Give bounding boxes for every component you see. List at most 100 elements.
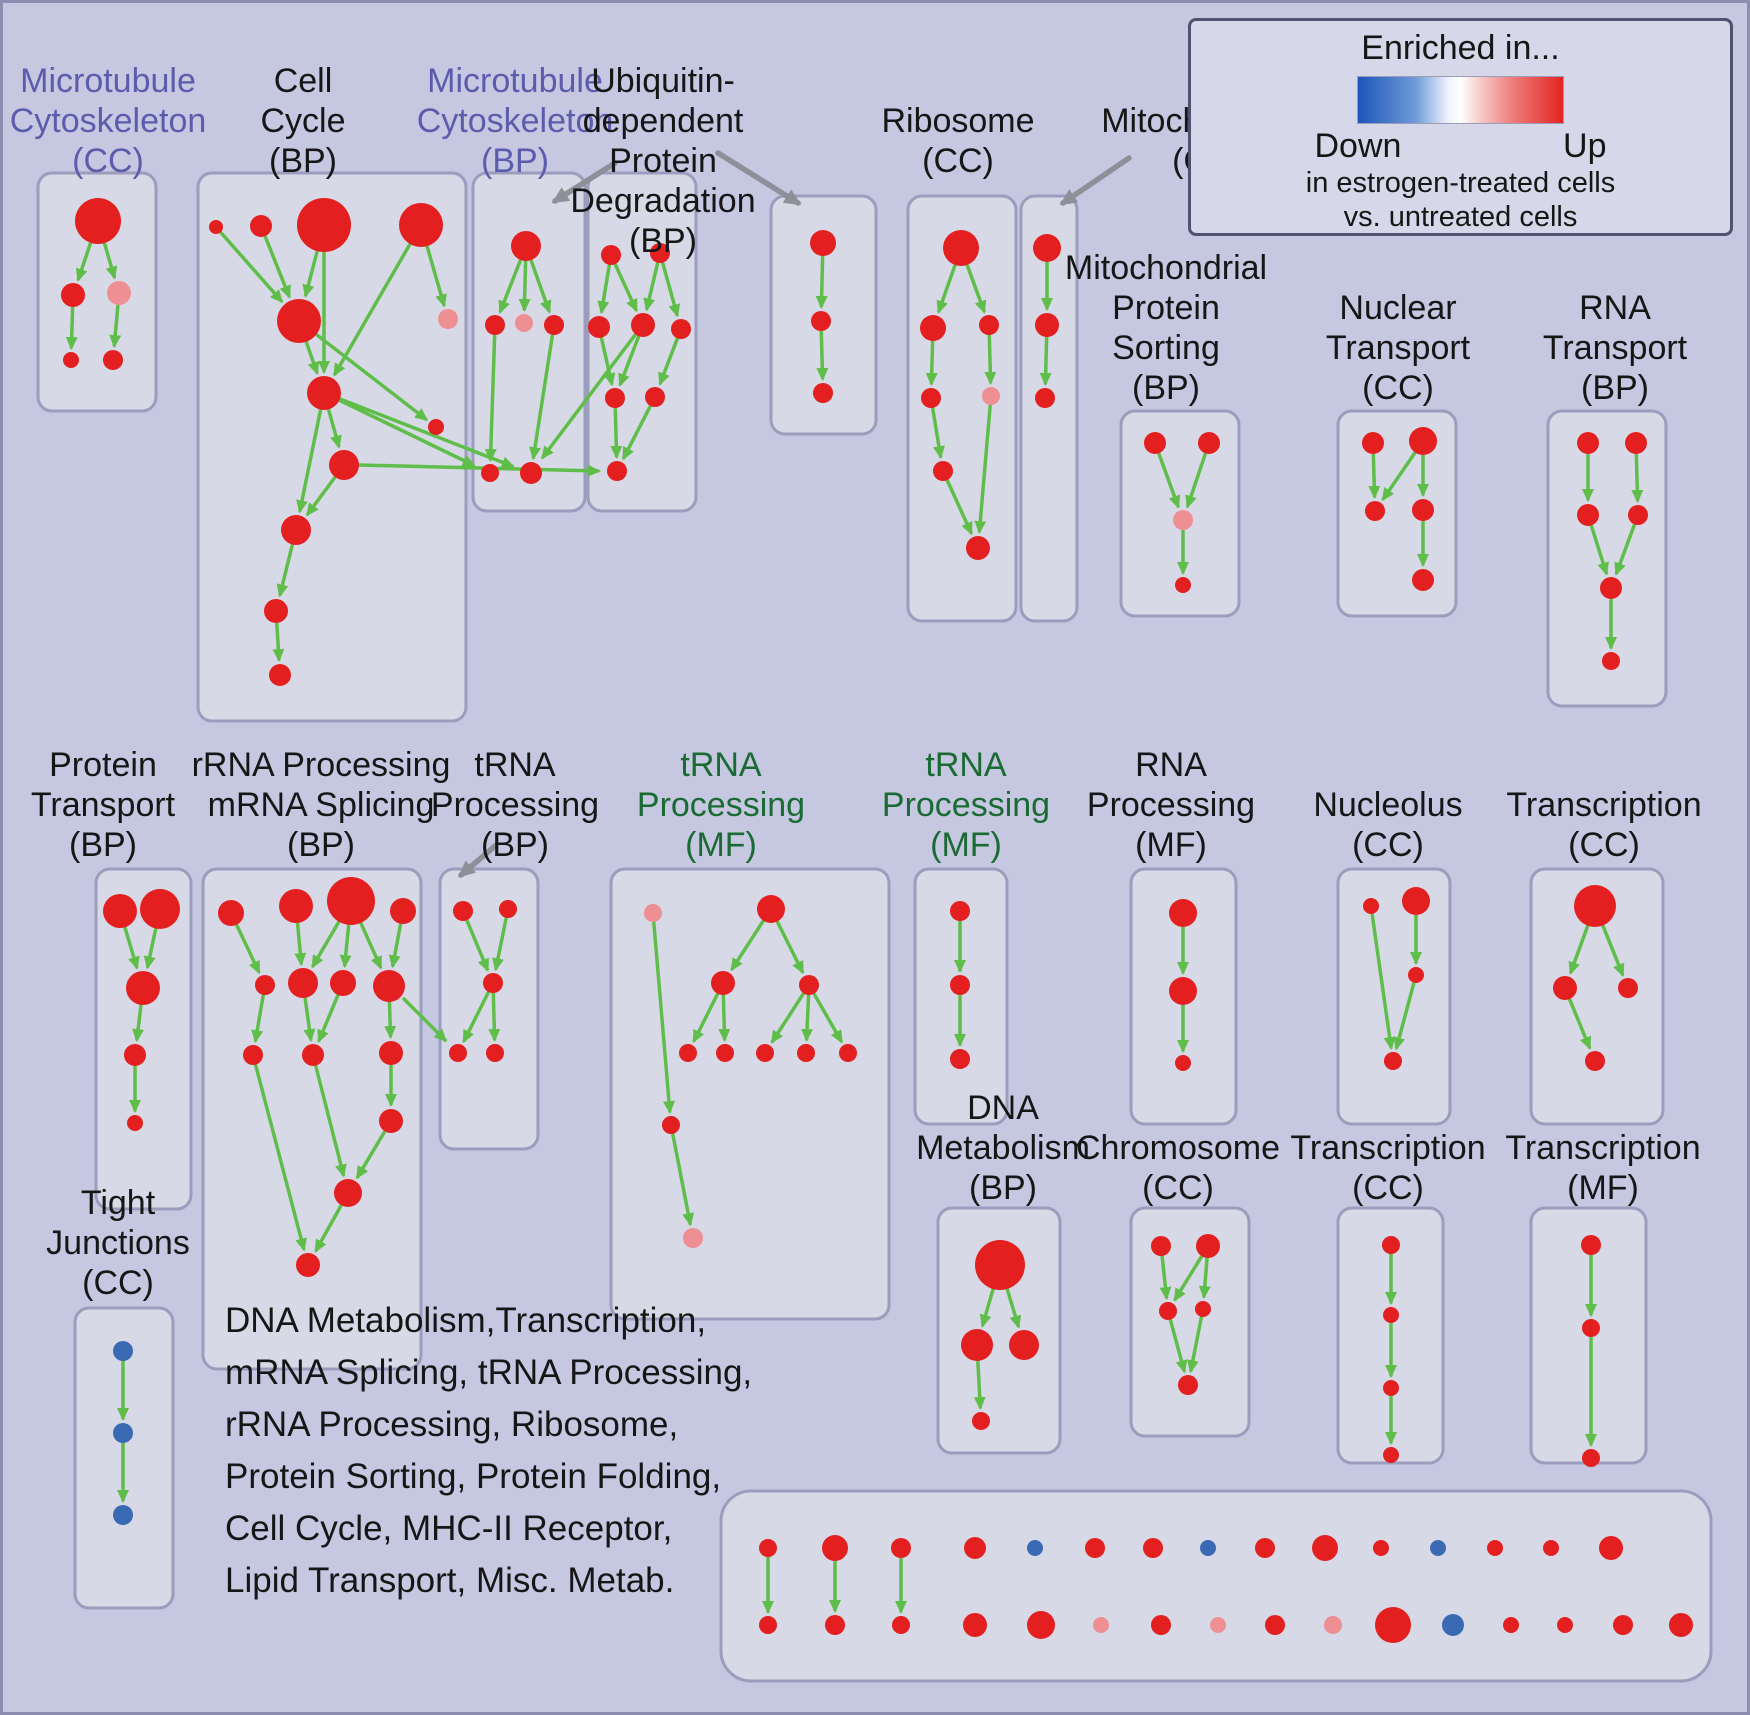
edge-rrna-mrna-bp-5 [388, 923, 403, 969]
edge-cell-cycle-bp-0 [219, 231, 284, 304]
edge-ubiquitin-degradation-bp-1 [613, 263, 638, 313]
node-transcription-cc-1-0 [1574, 885, 1616, 927]
node-ubiquitin-degradation-bp-2-1 [811, 311, 831, 331]
edge-mito-protein-sorting-bp-1 [1185, 452, 1207, 509]
node-shared-strip-30 [1669, 1613, 1693, 1637]
cross-edge-3 [541, 333, 637, 460]
node-trna-processing-mf-2-0 [950, 901, 970, 921]
node-mt-cytoskeleton-cc-0 [75, 198, 121, 244]
node-trna-processing-mf-1-6 [756, 1044, 774, 1062]
node-ribosome-cc-5 [933, 461, 953, 481]
edge-trna-processing-mf-1-7 [652, 921, 675, 1115]
node-shared-strip-15 [759, 1616, 777, 1634]
node-tight-junctions-cc-0 [113, 1341, 133, 1361]
node-rna-processing-mf-2 [1175, 1055, 1191, 1071]
node-shared-strip-22 [1210, 1617, 1226, 1633]
label-callout-arrow-0 [551, 160, 618, 204]
network-diagram [36, 150, 1713, 1683]
node-shared-strip-6 [1143, 1538, 1163, 1558]
edge-trna-processing-mf-1-1 [775, 920, 805, 975]
edge-dna-metabolism-bp-0 [979, 1288, 995, 1328]
edge-protein-transport-bp-0 [123, 926, 140, 970]
edge-trna-processing-mf-1-6 [812, 992, 843, 1044]
node-rrna-mrna-bp-8 [243, 1045, 263, 1065]
cluster-box-trna-processing-bp [438, 867, 540, 1151]
node-ubiquitin-degradation-bp-2 [588, 316, 610, 338]
node-cell-cycle-bp-4 [277, 299, 321, 343]
nodes-layer [61, 198, 1693, 1643]
edge-rrna-mrna-bp-8 [317, 994, 340, 1043]
node-ribosome-cc-4 [982, 387, 1000, 405]
edge-mt-cytoskeleton-cc-0 [75, 241, 93, 282]
node-mt-cytoskeleton-bp-1 [485, 315, 505, 335]
node-mt-cytoskeleton-bp-3 [544, 315, 564, 335]
node-shared-strip-11 [1430, 1540, 1446, 1556]
node-transcription-cc-1-2 [1618, 978, 1638, 998]
edge-ubiquitin-degradation-bp-4 [599, 336, 616, 387]
edge-trna-processing-mf-1-5 [801, 994, 814, 1043]
node-nucleolus-cc-3 [1384, 1052, 1402, 1070]
node-nuclear-transport-cc-1 [1409, 427, 1437, 455]
edge-cell-cycle-bp-2 [302, 250, 319, 298]
node-nucleolus-cc-0 [1363, 898, 1379, 914]
edge-mt-cytoskeleton-bp-1 [518, 260, 531, 313]
node-mitochondrion-cc-2 [1035, 388, 1055, 408]
node-cell-cycle-bp-7 [329, 450, 359, 480]
node-transcription-mf-1 [1582, 1319, 1600, 1337]
node-shared-strip-2 [891, 1538, 911, 1558]
cross-edge-1 [338, 397, 515, 468]
edge-ribosome-cc-3 [984, 334, 997, 386]
node-trna-processing-mf-1-9 [662, 1116, 680, 1134]
edge-rrna-mrna-bp-6 [251, 994, 265, 1044]
edge-chromosome-cc-2 [1198, 1257, 1211, 1300]
node-transcription-cc-2-1 [1383, 1307, 1399, 1323]
node-nucleolus-cc-1 [1402, 887, 1430, 915]
legend-down-label: Down [1314, 127, 1402, 165]
node-mito-protein-sorting-bp-2 [1173, 510, 1193, 530]
edge-rna-transport-bp-3 [1614, 523, 1636, 576]
node-shared-strip-16 [825, 1615, 845, 1635]
node-shared-strip-26 [1442, 1614, 1464, 1636]
node-rrna-mrna-bp-3 [390, 898, 416, 924]
node-mitochondrion-cc-1 [1035, 313, 1059, 337]
edges-layer [65, 231, 1644, 1614]
node-shared-strip-24 [1324, 1616, 1342, 1634]
node-ubiquitin-degradation-bp-4 [671, 319, 691, 339]
edge-ubiquitin-degradation-bp-2 [643, 261, 660, 312]
node-trna-processing-mf-1-4 [679, 1044, 697, 1062]
edge-mito-protein-sorting-bp-0 [1157, 452, 1181, 509]
node-mt-cytoskeleton-bp-2 [515, 314, 533, 332]
edge-ribosome-cc-1 [965, 264, 987, 314]
node-nuclear-transport-cc-0 [1362, 432, 1384, 454]
edge-cell-cycle-bp-7 [315, 333, 429, 421]
edge-cell-cycle-bp-12 [272, 622, 285, 663]
node-ubiquitin-degradation-bp-7 [607, 461, 627, 481]
cluster-box-mitochondrion-cc [1019, 194, 1079, 623]
node-mt-cytoskeleton-bp-5 [520, 462, 542, 484]
cross-edge-2 [357, 463, 601, 477]
edge-trna-processing-mf-1-4 [770, 992, 805, 1044]
node-rna-transport-bp-3 [1628, 505, 1648, 525]
cluster-box-mt-cytoskeleton-bp [471, 171, 587, 513]
node-shared-strip-13 [1543, 1540, 1559, 1556]
node-trna-processing-mf-2-1 [950, 975, 970, 995]
cluster-box-nuclear-transport-cc [1336, 409, 1458, 618]
misc-annotation-line: DNA Metabolism,Transcription, [225, 1301, 707, 1340]
node-mito-protein-sorting-bp-0 [1144, 432, 1166, 454]
node-ribosome-cc-1 [920, 315, 946, 341]
node-rna-processing-mf-1 [1169, 977, 1197, 1005]
node-nuclear-transport-cc-4 [1412, 569, 1434, 591]
node-rrna-mrna-bp-9 [302, 1044, 324, 1066]
edge-dna-metabolism-bp-1 [1005, 1288, 1022, 1329]
edge-chromosome-cc-1 [1173, 1255, 1203, 1302]
node-rrna-mrna-bp-7 [373, 970, 405, 1002]
node-trna-processing-mf-1-2 [711, 971, 735, 995]
edge-ribosome-cc-4 [931, 407, 945, 460]
node-shared-strip-10 [1373, 1540, 1389, 1556]
cluster-box-cell-cycle-bp [196, 171, 468, 723]
node-tight-junctions-cc-1 [113, 1423, 133, 1443]
node-mt-cytoskeleton-bp-4 [481, 464, 499, 482]
edge-cell-cycle-bp-10 [306, 476, 337, 517]
edge-transcription-cc-1-1 [1601, 924, 1625, 977]
node-cell-cycle-bp-5 [438, 309, 458, 329]
